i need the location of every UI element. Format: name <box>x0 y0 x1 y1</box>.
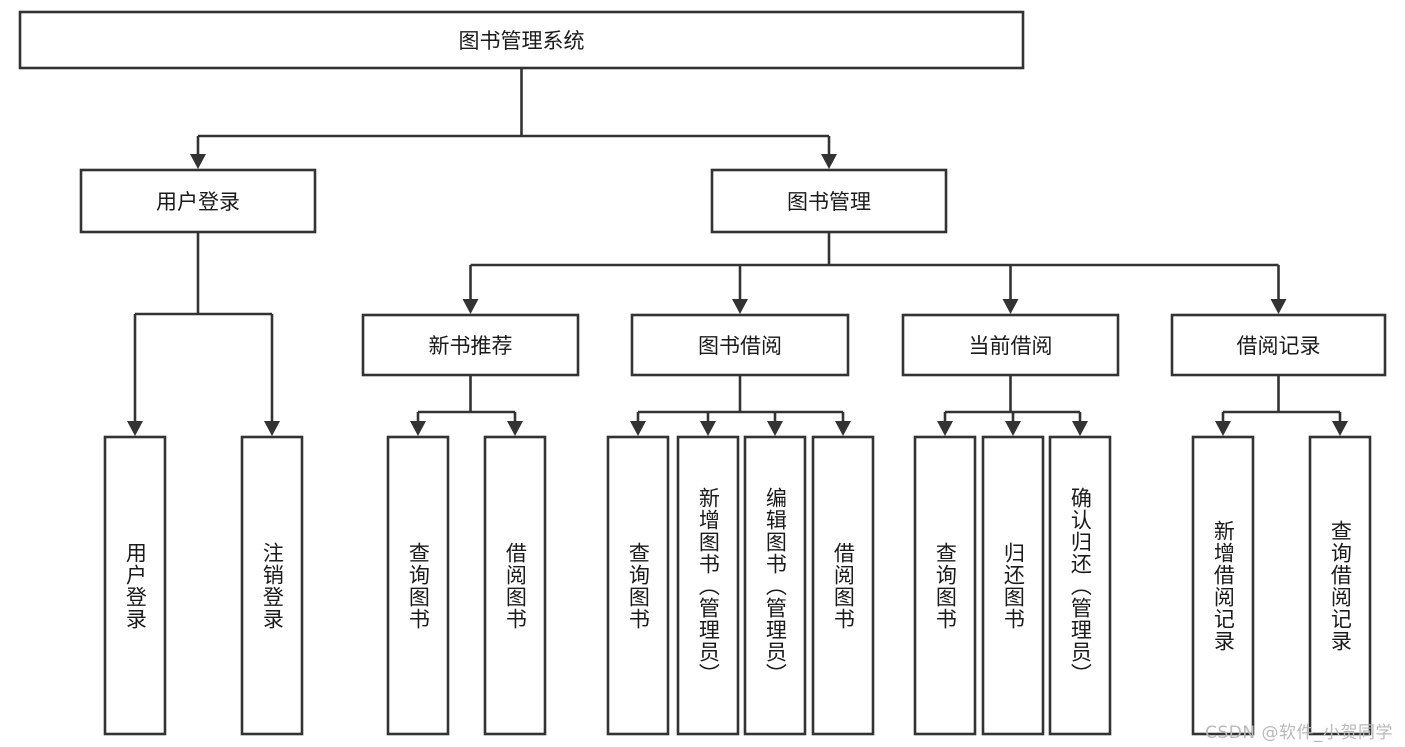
edge-arrowhead <box>462 299 479 314</box>
node-box-borrow-record[interactable] <box>1170 313 1387 377</box>
node-box-leaf-edit-book[interactable] <box>743 435 807 736</box>
edge-arrowhead <box>1332 421 1348 436</box>
edge-arrowhead <box>190 154 206 169</box>
node-box-leaf-borrow-book-rec[interactable] <box>483 435 547 736</box>
node-box-book-borrow[interactable] <box>630 313 850 377</box>
node-box-book-manage[interactable] <box>710 168 948 234</box>
edges-layer <box>127 68 1348 436</box>
node-box-leaf-user-login[interactable] <box>103 435 167 736</box>
node-box-user-login[interactable] <box>79 168 317 234</box>
node-box-leaf-borrow-book-bb[interactable] <box>811 435 875 736</box>
edge-arrowhead <box>700 421 716 436</box>
node-box-new-book-rec[interactable] <box>361 313 580 377</box>
edge-arrowhead <box>127 421 143 436</box>
edge-arrowhead <box>732 299 748 314</box>
edge-arrowhead <box>835 421 851 436</box>
edge-arrowhead <box>1002 299 1019 314</box>
node-box-root[interactable] <box>18 10 1025 70</box>
watermark-text: CSDN @软件_小贺同学 <box>1205 723 1393 743</box>
nodes-layer <box>18 10 1387 736</box>
edge-arrowhead <box>767 421 783 436</box>
edge-arrowhead <box>1072 421 1088 436</box>
edge-arrowhead <box>1270 299 1287 314</box>
edge-arrowhead <box>937 421 953 436</box>
node-box-leaf-query-record[interactable] <box>1308 435 1372 736</box>
edge-arrowhead <box>1215 421 1231 436</box>
node-box-leaf-confirm-return[interactable] <box>1048 435 1112 736</box>
edge-arrowhead <box>1005 421 1021 436</box>
edge-arrowhead <box>410 421 426 436</box>
node-box-leaf-query-book-bb[interactable] <box>606 435 670 736</box>
edge-arrowhead <box>264 421 280 436</box>
node-box-leaf-add-record[interactable] <box>1191 435 1255 736</box>
node-box-leaf-query-book-rec[interactable] <box>386 435 450 736</box>
node-box-current-borrow[interactable] <box>901 313 1120 377</box>
edge-arrowhead <box>630 421 646 436</box>
edge-arrowhead <box>507 421 523 436</box>
node-box-leaf-logout[interactable] <box>240 435 304 736</box>
edge-arrowhead <box>821 154 837 169</box>
node-box-leaf-return-book[interactable] <box>981 435 1045 736</box>
node-box-leaf-add-book[interactable] <box>676 435 740 736</box>
node-box-leaf-query-book-cb[interactable] <box>913 435 977 736</box>
